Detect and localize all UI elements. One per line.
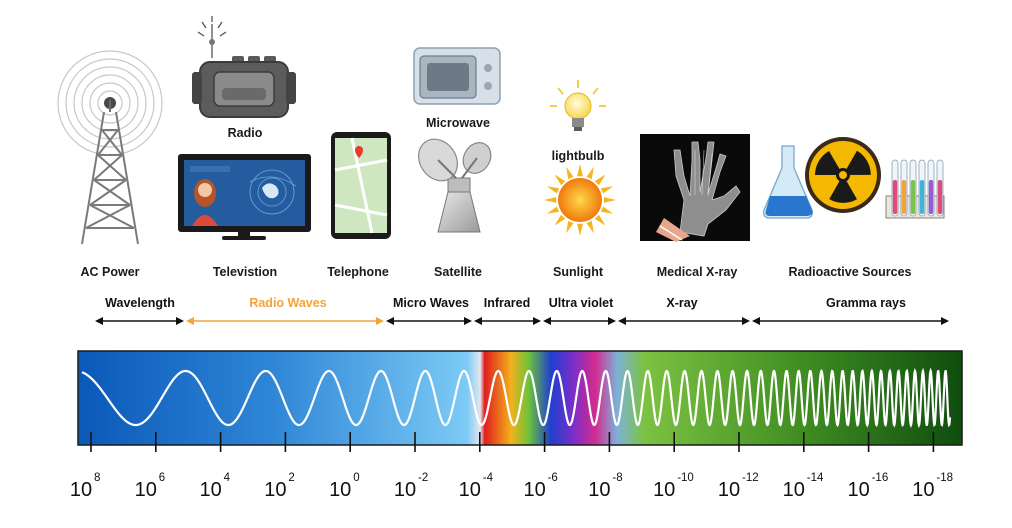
scale-exponent: -6 bbox=[548, 472, 558, 484]
telephone-label: Telephone bbox=[327, 265, 389, 279]
scale-label: 10 bbox=[523, 479, 545, 501]
television-label: Televistion bbox=[213, 265, 277, 279]
sun-ray bbox=[544, 197, 557, 203]
sun-ray bbox=[554, 174, 566, 186]
scale-label: 10 bbox=[459, 479, 481, 501]
test-tube-liquid bbox=[901, 180, 907, 214]
scale-exponent: -2 bbox=[418, 472, 428, 484]
spectrum-bar bbox=[77, 350, 963, 446]
wavelength-scale: 10810610410210010-210-410-610-810-1010-1… bbox=[70, 432, 953, 501]
scale-exponent: 6 bbox=[159, 472, 165, 484]
television-icon bbox=[178, 154, 311, 240]
scale-label: 10 bbox=[653, 479, 675, 501]
xray-hand-icon bbox=[640, 134, 750, 242]
scale-exponent: -4 bbox=[483, 472, 494, 484]
scale-label: 10 bbox=[199, 479, 221, 501]
scale-label: 10 bbox=[135, 479, 157, 501]
scale-exponent: -8 bbox=[612, 472, 622, 484]
lightbulb-icon bbox=[550, 80, 606, 131]
scale-exponent: 8 bbox=[94, 472, 100, 484]
band-arrows: Wavelength Radio Waves Micro Waves Infra… bbox=[95, 296, 949, 325]
sun-ray bbox=[594, 214, 606, 226]
sun-ray bbox=[546, 206, 560, 214]
radioactive-icon bbox=[762, 137, 945, 219]
band-gamma-rays: Gramma rays bbox=[752, 296, 949, 325]
scale-label: 10 bbox=[783, 479, 805, 501]
scale-label: 10 bbox=[912, 479, 934, 501]
microwave-label: Microwave bbox=[426, 116, 490, 130]
medical-xray-label: Medical X-ray bbox=[657, 265, 738, 279]
band-label-radio-waves: Radio Waves bbox=[249, 296, 326, 310]
sun-ray bbox=[577, 164, 583, 177]
band-wavelength: Wavelength bbox=[95, 296, 184, 325]
band-label-micro-waves: Micro Waves bbox=[393, 296, 469, 310]
band-ultra-violet: Ultra violet bbox=[543, 296, 616, 325]
sun-ray bbox=[554, 214, 566, 226]
sunlight-label: Sunlight bbox=[553, 265, 604, 279]
test-tube-liquid bbox=[910, 180, 916, 214]
sun-ray bbox=[600, 206, 614, 214]
ac-power-label: AC Power bbox=[80, 265, 139, 279]
scale-label: 10 bbox=[70, 479, 92, 501]
band-radio-waves: Radio Waves bbox=[186, 296, 384, 325]
radio-icon bbox=[192, 16, 296, 118]
satellite-dish-icon bbox=[417, 138, 492, 233]
scale-label: 10 bbox=[264, 479, 286, 501]
sun-icon bbox=[544, 164, 616, 236]
scale-exponent: 0 bbox=[353, 472, 359, 484]
sun-ray bbox=[603, 197, 616, 203]
band-micro-waves: Micro Waves bbox=[386, 296, 472, 325]
satellite-label: Satellite bbox=[434, 265, 482, 279]
test-tube-liquid bbox=[937, 180, 943, 214]
scale-exponent: -12 bbox=[742, 472, 759, 484]
scale-label: 10 bbox=[588, 479, 610, 501]
scale-label: 10 bbox=[394, 479, 416, 501]
test-tube-liquid bbox=[892, 180, 898, 214]
scale-label: 10 bbox=[718, 479, 740, 501]
band-infrared: Infrared bbox=[474, 296, 541, 325]
sun-ray bbox=[600, 186, 614, 194]
sun-ray bbox=[566, 220, 574, 234]
band-x-ray: X-ray bbox=[618, 296, 750, 325]
radio-tower-icon bbox=[57, 50, 163, 245]
sun-ray bbox=[594, 174, 606, 186]
band-label-infrared: Infrared bbox=[484, 296, 531, 310]
microwave-oven-icon bbox=[413, 47, 501, 105]
band-label-gamma-rays: Gramma rays bbox=[826, 296, 906, 310]
scale-exponent: 4 bbox=[224, 472, 231, 484]
sun-ray bbox=[577, 223, 583, 236]
scale-exponent: -14 bbox=[807, 472, 824, 484]
scale-exponent: 2 bbox=[288, 472, 294, 484]
radioactive-label: Radioactive Sources bbox=[789, 265, 912, 279]
scale-label: 10 bbox=[847, 479, 869, 501]
scale-exponent: -16 bbox=[872, 472, 889, 484]
scale-label: 10 bbox=[329, 479, 351, 501]
wave-line bbox=[81, 367, 952, 429]
band-label-ultra-violet: Ultra violet bbox=[549, 296, 614, 310]
sun-ray bbox=[586, 220, 594, 234]
radio-label: Radio bbox=[228, 126, 263, 140]
sun-ray bbox=[566, 166, 574, 180]
band-label-wavelength: Wavelength bbox=[105, 296, 175, 310]
sun-ray bbox=[586, 166, 594, 180]
smartphone-icon bbox=[331, 132, 391, 239]
test-tube-liquid bbox=[928, 180, 934, 214]
lightbulb-label: lightbulb bbox=[552, 149, 605, 163]
test-tube-liquid bbox=[919, 180, 925, 214]
sun-ray bbox=[546, 186, 560, 194]
scale-exponent: -10 bbox=[677, 472, 694, 484]
scale-exponent: -18 bbox=[936, 472, 953, 484]
band-label-x-ray: X-ray bbox=[666, 296, 697, 310]
